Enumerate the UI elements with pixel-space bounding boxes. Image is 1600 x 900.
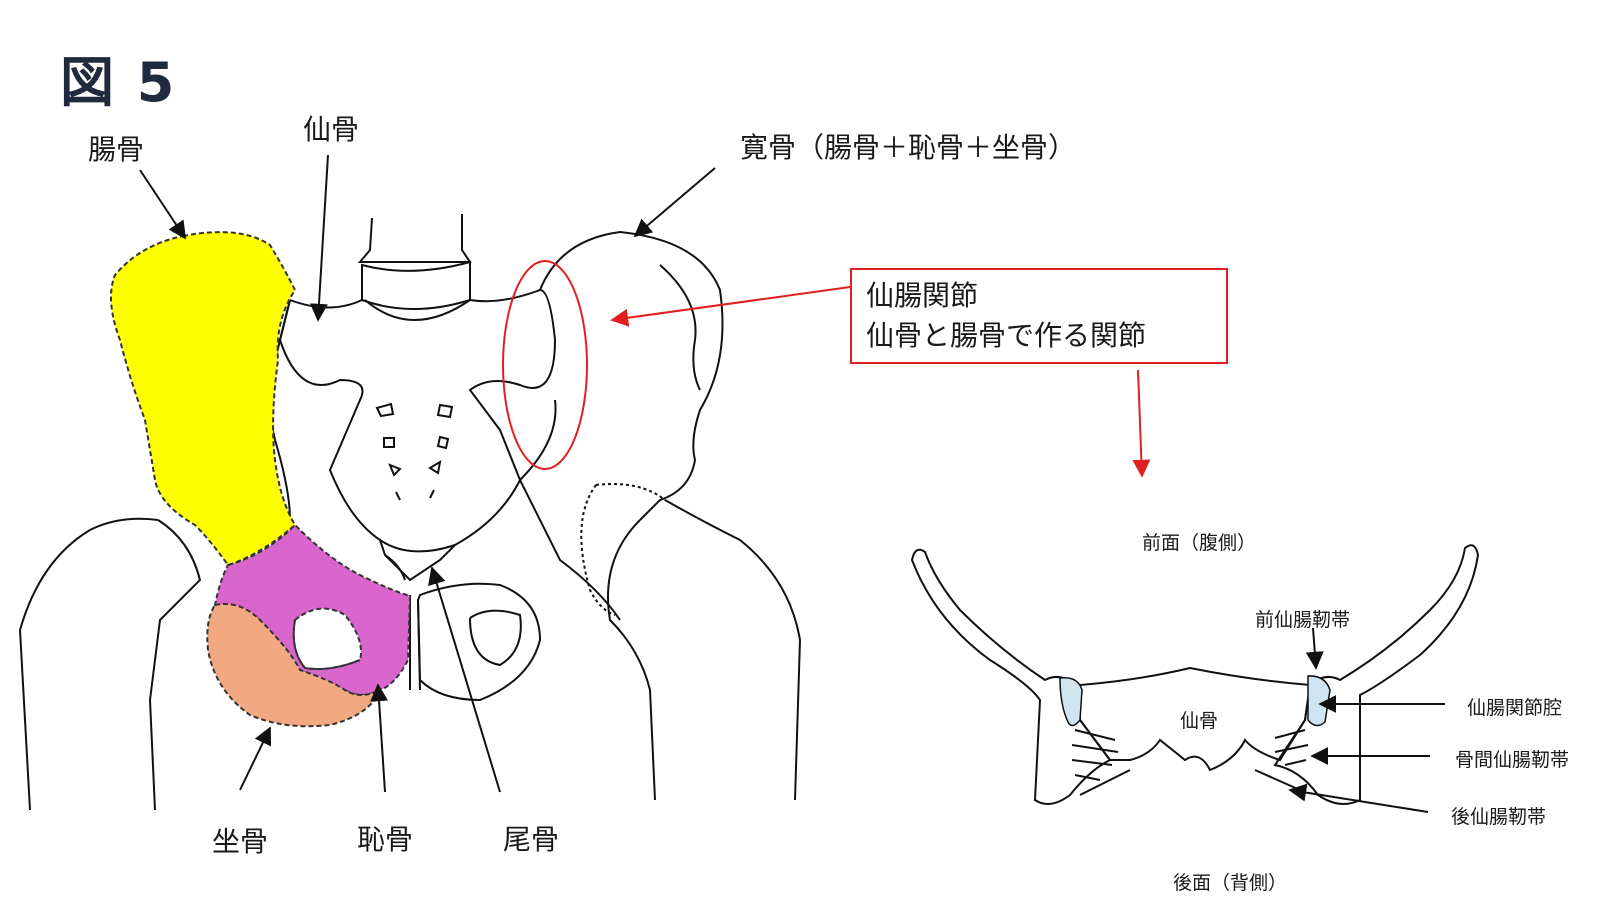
figure-title: 図 5: [60, 51, 177, 114]
sij-callout-box: 仙腸関節 仙骨と腸骨で作る関節: [850, 268, 1228, 364]
sacrum-outline: [278, 289, 557, 582]
vertebra-outline: [357, 214, 472, 263]
section-right-cavity: [1307, 675, 1331, 727]
section-sacrum: [1079, 666, 1312, 772]
section-left-ilium: [910, 548, 1112, 805]
label-pubis: 恥骨: [357, 823, 414, 856]
section-left-cavity: [1059, 677, 1083, 727]
label-ilium: 腸骨: [88, 133, 145, 166]
label-coccyx: 尾骨: [503, 823, 560, 856]
label-anterior-ligament: 前仙腸靭帯: [1255, 609, 1351, 631]
section-right-ilium: [1273, 544, 1480, 805]
label-interosseous-ligament: 骨間仙腸靭帯: [1455, 749, 1570, 771]
right-femur-outline: [664, 499, 802, 801]
left-femur-outline: [18, 517, 159, 811]
ischium-region: [206, 603, 382, 728]
si-joint-highlight: [502, 260, 588, 470]
label-posterior-ligament: 後仙腸靭帯: [1451, 806, 1547, 828]
label-front: 前面（腹側）: [1142, 532, 1257, 554]
label-ischium: 坐骨: [212, 825, 269, 858]
label-section-sacrum: 仙骨: [1180, 710, 1219, 732]
ilium-region: [110, 231, 297, 567]
sij-callout-description: 仙骨と腸骨で作る関節: [866, 319, 1147, 352]
label-joint-cavity: 仙腸関節腔: [1467, 697, 1563, 719]
label-hipbone: 寛骨（腸骨＋恥骨＋坐骨）: [740, 131, 1077, 164]
sij-callout-title: 仙腸関節: [866, 279, 979, 312]
label-sacrum: 仙骨: [303, 113, 360, 146]
label-back: 後面（背側）: [1173, 872, 1288, 894]
right-ilium-outline: [539, 230, 724, 521]
